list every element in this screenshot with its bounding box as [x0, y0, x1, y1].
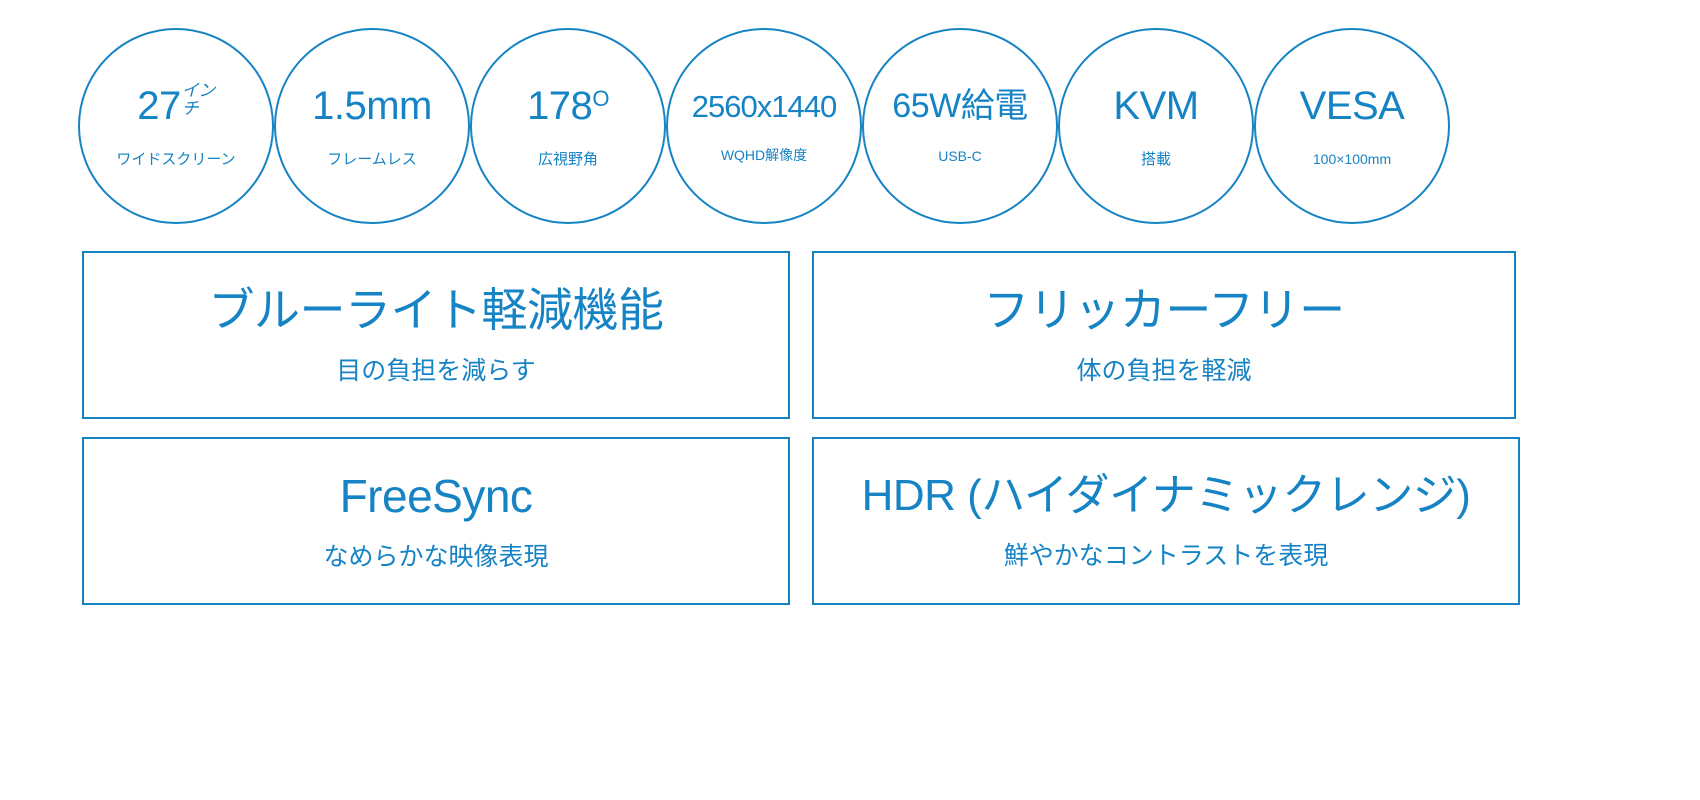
feature-box-hdr: HDR (ハイダイナミックレンジ) 鮮やかなコントラストを表現 [812, 437, 1520, 605]
badge-power-delivery-value: 65W給電 [892, 87, 1028, 125]
badge-kvm: KVM 搭載 [1058, 28, 1254, 224]
badge-viewing-angle-label: 広視野角 [537, 150, 598, 168]
badge-resolution: 2560x1440 WQHD解像度 [666, 28, 862, 224]
badge-screen-size-unit-line1: イン [181, 81, 216, 101]
feature-box-flicker: フリッカーフリー 体の負担を軽減 [812, 251, 1516, 419]
badge-resolution-value: 2560x1440 [691, 88, 837, 124]
badge-kvm-label: 搭載 [1140, 150, 1171, 168]
feature-box-bluelight-title: ブルーライト軽減機能 [208, 283, 665, 336]
badge-power-delivery: 65W給電 USB-C [862, 28, 1058, 224]
badge-screen-size-unit: イン チ [181, 81, 216, 118]
badge-bezel-value: 1.5mm [312, 83, 432, 128]
feature-box-flicker-subtitle: 体の負担を軽減 [1076, 356, 1252, 385]
badge-screen-size: 27 イン チ ワイドスクリーン [78, 28, 274, 224]
badge-screen-size-number: 27 [137, 83, 181, 128]
feature-box-bluelight: ブルーライト軽減機能 目の負担を減らす [82, 251, 790, 419]
badge-resolution-label: WQHD解像度 [720, 146, 808, 163]
feature-box-bluelight-subtitle: 目の負担を減らす [336, 356, 536, 385]
badge-vesa-label: 100×100mm [1312, 151, 1392, 167]
feature-box-freesync: FreeSync なめらかな映像表現 [82, 437, 790, 605]
badge-bezel: 1.5mm フレームレス [274, 28, 470, 224]
badge-power-delivery-label: USB-C [938, 148, 982, 164]
feature-box-flicker-title: フリッカーフリー [983, 283, 1345, 336]
badge-screen-size-label: ワイドスクリーン [116, 150, 236, 168]
feature-box-hdr-title: HDR (ハイダイナミックレンジ) [861, 470, 1471, 520]
badge-screen-size-unit-line2: チ [181, 98, 199, 118]
badge-bezel-label: フレームレス [327, 150, 417, 168]
feature-box-hdr-subtitle: 鮮やかなコントラストを表現 [1003, 541, 1329, 570]
badge-kvm-value: KVM [1113, 83, 1199, 128]
feature-box-freesync-subtitle: なめらかな映像表現 [323, 542, 549, 571]
feature-box-freesync-title: FreeSync [339, 469, 533, 522]
badge-viewing-angle-number: 178 [527, 83, 593, 128]
badge-vesa-value: VESA [1299, 84, 1405, 128]
badge-vesa: VESA 100×100mm [1254, 28, 1450, 224]
degree-symbol-icon: O [592, 85, 609, 111]
badge-screen-size-value: 27 イン チ [137, 82, 215, 128]
